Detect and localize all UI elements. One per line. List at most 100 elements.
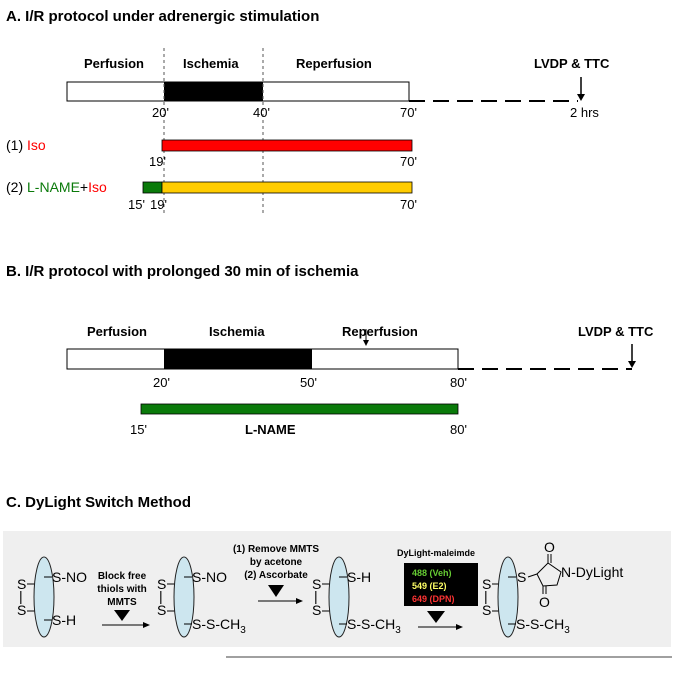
panel-b-stray-arrowhead (363, 340, 369, 346)
panel-c-heading: C. DyLight Switch Method (6, 494, 191, 511)
protein-3-bottom-group: S-S-CH3 (347, 616, 401, 636)
protein-4-left-s-bottom: S (482, 602, 491, 618)
protein-1-left-s-top: S (17, 576, 26, 592)
panel-b-reperfusion-label: Reperfusion (342, 324, 418, 339)
protein-2-bottom-group: S-S-CH3 (192, 616, 246, 636)
protein-2-left-s-bottom: S (157, 602, 166, 618)
maleimide-oxygen-bottom: O (539, 594, 550, 610)
panel-b-t50: 50' (300, 375, 317, 390)
step-3-reaction-arrowhead (456, 624, 463, 630)
maleimide-s-bond (527, 573, 538, 578)
panel-a-row2-end: 70' (400, 197, 417, 212)
dye-1-label: 488 (Veh) (412, 568, 452, 578)
maleimide-dylight: N-DyLight (561, 564, 623, 580)
maleimide-ring (536, 562, 562, 587)
panel-a-heading: A. I/R protocol under adrenergic stimula… (6, 8, 319, 25)
protein-1-left-bond: | (19, 588, 23, 604)
panel-b-lname-bar (140, 403, 459, 415)
panel-a-row1-start: 19' (149, 154, 166, 169)
protein-2-subscript: 3 (240, 625, 246, 636)
panel-b-ischemia-block (164, 349, 312, 369)
panel-a-row2-num: (2) (6, 179, 23, 195)
protein-2-left-s-top: S (157, 576, 166, 592)
panel-a-row1-num: (1) (6, 137, 23, 153)
step-1-line-2: thiols with (97, 584, 146, 595)
protein-3-bottom-text: S-S-CH (347, 616, 395, 632)
panel-b-lname-start: 15' (130, 422, 147, 437)
panel-a-combo-bar (161, 181, 413, 194)
panel-a-t70: 70' (400, 105, 417, 120)
panel-a-lname-pre-bar (142, 181, 163, 194)
step-2-reaction-arrowhead (296, 598, 303, 604)
panel-b-heading: B. I/R protocol with prolonged 30 min of… (6, 263, 359, 280)
step-1-down-arrow (114, 610, 130, 621)
protein-1-top-group: S-NO (52, 569, 87, 585)
panel-a-iso-bar (161, 139, 413, 152)
step-2-line-2: by acetone (250, 557, 303, 568)
panel-a-reperfusion-label: Reperfusion (296, 56, 372, 71)
protein-2-left-bond: | (159, 588, 163, 604)
step-1-line-1: Block free (98, 571, 147, 582)
protein-3-left-bond: | (314, 588, 318, 604)
panel-a-timeline (66, 48, 585, 215)
protein-2-top-group: S-NO (192, 569, 227, 585)
protein-3-subscript: 3 (395, 625, 401, 636)
protein-4-bottom-group: S-S-CH3 (516, 616, 570, 636)
panel-a-ischemia-block (164, 82, 263, 101)
protein-1-left-s-bottom: S (17, 602, 26, 618)
panel-a-row2-drug2: Iso (88, 179, 107, 195)
panel-a-ischemia-label: Ischemia (183, 56, 239, 71)
maleimide-oxygen-top: O (544, 539, 555, 555)
protein-3-top-group: S-H (347, 569, 371, 585)
panel-a-row1-drug: Iso (27, 137, 46, 153)
dye-legend-box (404, 563, 478, 606)
dye-3-label: 649 (DPN) (412, 594, 455, 604)
protein-1-ellipse (33, 556, 55, 638)
step-2-line-3: (2) Ascorbate (244, 570, 308, 581)
panel-a-row2-drug1: L-NAME (27, 179, 80, 195)
protein-2-ellipse (173, 556, 195, 638)
step-3-down-arrow (427, 611, 445, 623)
protein-1-bottom-group: S-H (52, 612, 76, 628)
protein-4-left-bond: | (484, 588, 488, 604)
step-2-line-1: (1) Remove MMTS (233, 544, 319, 555)
panel-b-perfusion-label: Perfusion (87, 324, 147, 339)
panel-b-lname-label: L-NAME (245, 422, 296, 437)
panel-a-t2hrs: 2 hrs (570, 105, 599, 120)
panel-b-t80: 80' (450, 375, 467, 390)
panel-a-row2-t15: 15' (128, 197, 145, 212)
protein-3-ellipse (328, 556, 350, 638)
protein-3: S | S S-H S-S-CH3 (312, 556, 401, 638)
panel-a-row2-plus: + (80, 179, 88, 195)
panel-a-row1-label: (1) Iso (6, 137, 46, 153)
step-1-reaction-arrowhead (143, 622, 150, 628)
protein-4-left-s-top: S (482, 576, 491, 592)
panel-b-ischemia-label: Ischemia (209, 324, 265, 339)
panel-b-timeline (66, 329, 636, 370)
panel-a-t20: 20' (152, 105, 169, 120)
protein-4-bottom-text: S-S-CH (516, 616, 564, 632)
panel-a-row1-end: 70' (400, 154, 417, 169)
panel-a-perfusion-label: Perfusion (84, 56, 144, 71)
panel-a-t40: 40' (253, 105, 270, 120)
step-2-down-arrow (268, 585, 284, 597)
protein-2-bottom-text: S-S-CH (192, 616, 240, 632)
panel-a-endpoint-label: LVDP & TTC (534, 56, 610, 71)
panel-b-endpoint-arrowhead (628, 361, 636, 368)
protein-3-left-s-top: S (312, 576, 321, 592)
panel-a-row2-t19: 19' (150, 197, 167, 212)
maleimide-sulfur: S (517, 569, 526, 585)
dye-2-label: 549 (E2) (412, 581, 447, 591)
step-1-line-3: MMTS (107, 597, 137, 608)
panel-b-t20: 20' (153, 375, 170, 390)
protein-2: S | S S-NO S-S-CH3 (157, 556, 246, 638)
panel-a-endpoint-arrowhead (577, 94, 585, 101)
protein-4: S | S S-S-CH3 S O O N-DyLight (482, 539, 623, 638)
protein-4-subscript: 3 (564, 625, 570, 636)
step-3-title: DyLight-maleimde (397, 548, 475, 558)
protein-1: S | S S-NO S-H (17, 556, 87, 638)
protein-4-ellipse (497, 556, 519, 638)
protein-3-left-s-bottom: S (312, 602, 321, 618)
panel-b-lname-end: 80' (450, 422, 467, 437)
panel-a-row2-label: (2) L-NAME+Iso (6, 179, 107, 195)
